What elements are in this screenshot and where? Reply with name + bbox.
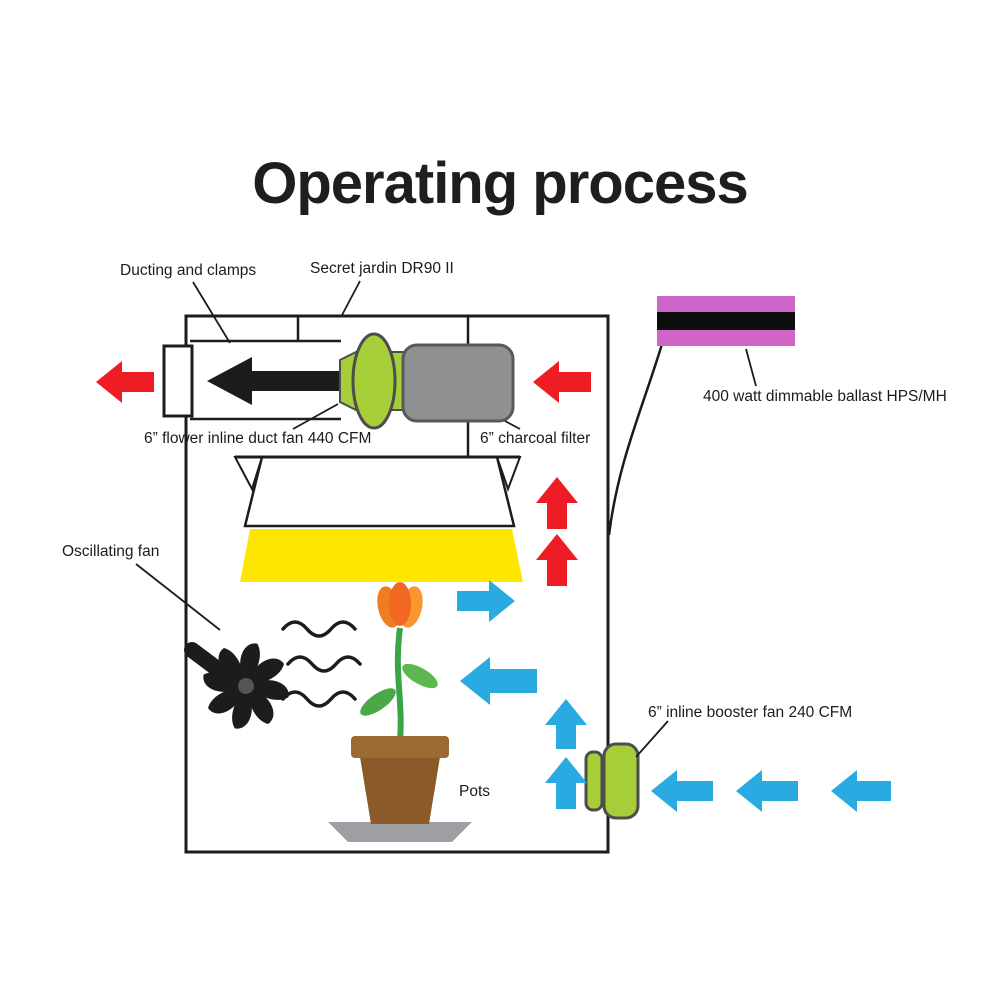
fan-hub	[238, 678, 254, 694]
label-pots: Pots	[459, 783, 491, 800]
label-duct-fan: 6” flower inline duct fan 440 CFM	[144, 430, 372, 447]
pointer-charcoal	[504, 420, 521, 430]
fan-body	[351, 332, 397, 430]
pointer-lines	[135, 280, 757, 758]
label-ballast: 400 watt dimmable ballast HPS/MH	[703, 388, 947, 405]
blue-arrow-right	[457, 580, 515, 622]
booster-inner	[584, 750, 604, 812]
page-title: Operating process	[252, 151, 748, 216]
fan-arm	[184, 642, 236, 685]
saucer	[328, 822, 472, 842]
duct-airflow-arrow	[207, 357, 342, 405]
label-ducting: Ducting and clamps	[120, 262, 257, 279]
blue-arrow-intake-1	[651, 770, 713, 812]
pointer-ballast	[745, 348, 757, 387]
blue-arrow-intake-2	[736, 770, 798, 812]
pointer-ducting	[192, 281, 231, 344]
leaf	[402, 663, 438, 689]
oscillating-fan	[184, 620, 362, 729]
leaf	[360, 688, 396, 716]
label-oscillating: Oscillating fan	[62, 543, 160, 560]
red-arrow-up-2	[536, 534, 578, 586]
exhaust-arrows	[96, 361, 591, 586]
red-arrow-left-inside	[533, 361, 591, 403]
ballast-cable	[607, 343, 664, 536]
pointer-duct-fan	[292, 403, 339, 430]
label-charcoal: 6” charcoal filter	[480, 430, 591, 447]
label-booster: 6” inline booster fan 240 CFM	[648, 704, 853, 721]
pot-rim	[351, 736, 449, 758]
pointer-booster	[635, 720, 669, 758]
red-arrow-left-outside	[96, 361, 154, 403]
hood-body	[243, 455, 516, 528]
intake-arrows	[457, 580, 891, 812]
reflector-hood	[233, 455, 522, 528]
tulip-petal	[389, 582, 411, 626]
blue-arrow-intake-3	[831, 770, 891, 812]
booster-fan	[584, 742, 640, 820]
duct-and-straps	[190, 317, 470, 457]
pointer-oscillating	[135, 563, 221, 631]
pointer-jardin	[340, 280, 361, 318]
label-jardin: Secret jardin DR90 II	[310, 260, 454, 277]
red-arrow-up-1	[536, 477, 578, 529]
booster-outer	[602, 742, 640, 820]
light-beam	[240, 529, 523, 582]
pot-body	[360, 757, 440, 824]
blue-arrow-left	[460, 657, 537, 705]
ballast	[657, 296, 795, 346]
blue-arrow-up-2	[545, 757, 587, 809]
airflow-waves	[281, 620, 362, 708]
tulip-plant	[328, 582, 472, 842]
charcoal-filter	[401, 343, 515, 423]
ballast-stripe	[657, 312, 795, 330]
fan-blades	[203, 643, 289, 729]
blue-arrow-up-1	[545, 699, 587, 749]
wall-flange	[162, 344, 194, 418]
